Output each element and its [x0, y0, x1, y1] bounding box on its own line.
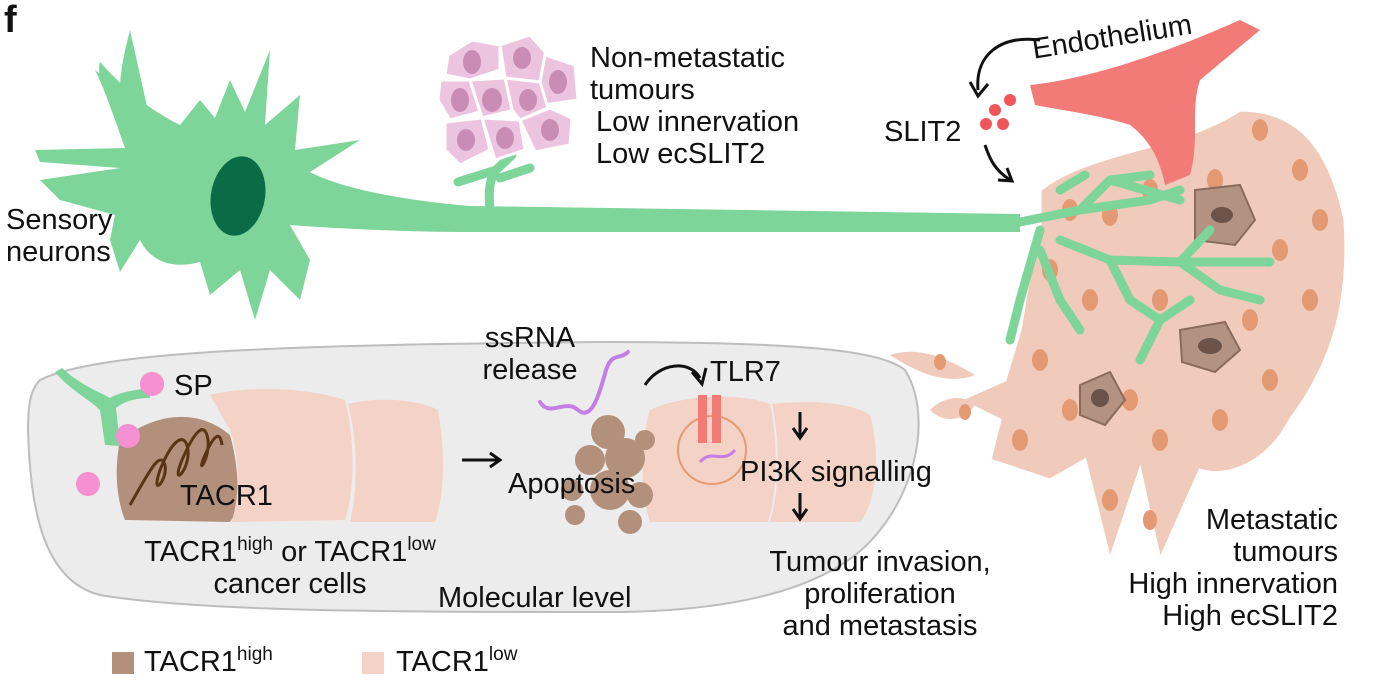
- molecular-panel: [26, 340, 920, 614]
- slit2-to-neuron-arrow-head: [997, 167, 1015, 183]
- tacr1-low-cell: [642, 396, 776, 522]
- bound-ssrna: [698, 448, 737, 464]
- label-line: proliferation: [804, 578, 956, 610]
- legend-swatch-tacr1-high: [112, 652, 134, 674]
- sp-dots: [76, 372, 164, 496]
- tlr7-label: TLR7: [710, 356, 781, 388]
- outcome-label: Tumour invasion, proliferation and metas…: [730, 546, 1030, 642]
- cancer-cells-line2: cancer cells: [213, 568, 367, 600]
- legend-swatch-tacr1-low: [362, 652, 384, 674]
- non-metastatic-tumour: [436, 33, 580, 167]
- neuron-body: [35, 30, 1020, 320]
- text-part: or TACR1: [273, 536, 408, 568]
- superscript: low: [488, 644, 518, 665]
- endothelium-vessel: [1030, 20, 1260, 185]
- label-line: Low ecSLIT2: [596, 138, 766, 170]
- text-part: TACR1: [396, 646, 489, 678]
- slit2-curve-arrow-head: [968, 81, 990, 99]
- text-part: TACR1: [144, 536, 238, 568]
- label-line: release: [482, 354, 578, 386]
- pi3k-label: PI3K signalling: [740, 456, 932, 488]
- ssrna-strand: [538, 350, 630, 415]
- tacr1-receptor: [128, 428, 224, 506]
- to-pi3k-arrow-head: [791, 427, 809, 441]
- label-line: Low innervation: [596, 106, 800, 138]
- non-metastatic-label: Non-metastatic tumours Low innervation L…: [590, 42, 799, 170]
- legend-label-tacr1-low: TACR1low: [396, 644, 518, 678]
- label-line: High ecSLIT2: [1162, 600, 1338, 632]
- sensory-neuron: [35, 30, 1020, 320]
- apoptotic-bodies: [561, 415, 655, 534]
- neuron-nucleus: [210, 156, 266, 236]
- migrating-cell: [890, 351, 975, 379]
- superscript: low: [407, 534, 436, 555]
- panel-label: f: [4, 0, 17, 41]
- superscript: high: [236, 644, 273, 665]
- slit2-dots: [980, 94, 1016, 130]
- label-line: Sensory: [6, 204, 113, 236]
- apoptosis-label: Apoptosis: [508, 468, 636, 500]
- label-line: tumours: [590, 74, 695, 106]
- slit2-curve-arrow: [976, 37, 1041, 91]
- legend-label-tacr1-high: TACR1high: [144, 644, 273, 678]
- tlr7-curve-arrow-head: [690, 367, 708, 388]
- to-outcome-arrow-head: [791, 508, 809, 522]
- ssrna-label: ssRNA release: [470, 322, 590, 386]
- label-line: Non-metastatic: [590, 42, 786, 74]
- to-apoptosis-arrow-head: [489, 451, 503, 469]
- tlr7-curve-arrow: [643, 364, 702, 386]
- text-part: TACR1: [144, 646, 237, 678]
- slit2-to-neuron-arrow: [983, 144, 1011, 182]
- superscript: high: [237, 534, 274, 555]
- cancer-cells-line1: TACR1high or TACR1low: [110, 534, 470, 568]
- label-line: neurons: [6, 236, 111, 268]
- label-line: tumours: [1233, 536, 1338, 568]
- label-line: Tumour invasion,: [769, 546, 991, 578]
- label-line: ssRNA: [484, 322, 576, 354]
- tacr1-low-cell: [210, 388, 353, 522]
- tacr1-label: TACR1: [180, 480, 273, 512]
- sp-label: SP: [174, 370, 213, 402]
- label-line: High innervation: [1128, 568, 1338, 600]
- neuron-branch: [453, 150, 535, 215]
- tlr7-receptor: [698, 395, 707, 443]
- molecular-level-label: Molecular level: [438, 582, 632, 614]
- slit2-label: SLIT2: [884, 116, 962, 148]
- metastatic-label: Metastatic tumours High innervation High…: [1128, 504, 1338, 632]
- panel-neuron: [55, 368, 150, 446]
- label-line: Metastatic: [1205, 504, 1338, 536]
- tlr7-receptor: [712, 395, 721, 443]
- cancer-cells-label: TACR1high or TACR1low cancer cells: [110, 534, 470, 600]
- tacr1-low-cell: [348, 399, 443, 522]
- label-line: and metastasis: [782, 610, 978, 642]
- neuron-arbor: [1005, 170, 1275, 365]
- sensory-neurons-label: Sensory neurons: [6, 204, 112, 268]
- metastatic-tumour: [890, 20, 1348, 566]
